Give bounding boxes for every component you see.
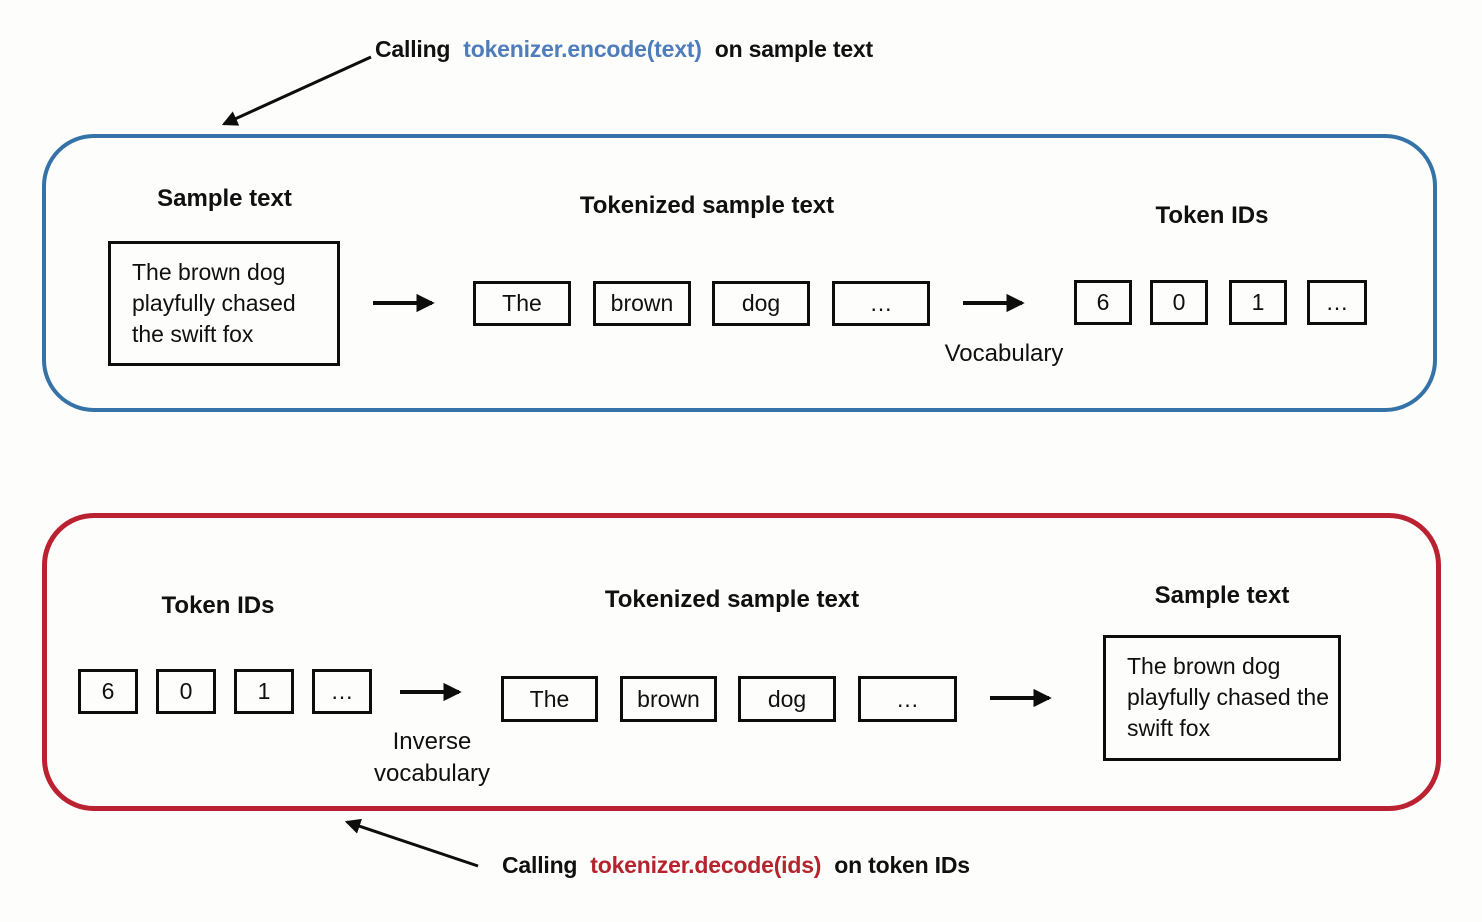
vocabulary-label: Vocabulary xyxy=(944,340,1064,367)
decode-caption-code: tokenizer.decode(ids) xyxy=(590,852,822,878)
token-id-text: 0 xyxy=(179,678,193,704)
token-id-text: 6 xyxy=(101,678,115,704)
token-box: … xyxy=(832,281,930,326)
encode-sample-text-label: Sample text xyxy=(157,185,292,212)
token-id-text: 1 xyxy=(257,678,271,704)
encode-sample-text-box: The brown dog playfully chased the swift… xyxy=(108,241,340,366)
token-id-text: 1 xyxy=(1251,289,1265,315)
decode-token-ids-label: Token IDs xyxy=(161,592,275,619)
token-box: brown xyxy=(620,676,717,722)
token-box: brown xyxy=(593,281,691,326)
token-id-text: … xyxy=(330,678,354,704)
encode-token-ids-label: Token IDs xyxy=(1155,202,1269,229)
decode-sample-text-box: The brown dog playfully chased the swift… xyxy=(1103,635,1341,761)
token-box: The xyxy=(501,676,598,722)
token-text: The xyxy=(529,685,570,712)
encode-tokenized-label: Tokenized sample text xyxy=(579,192,835,219)
token-text: … xyxy=(896,685,919,712)
token-id-box: 6 xyxy=(78,669,138,714)
token-id-text: 6 xyxy=(1096,289,1110,315)
decode-sample-text-label: Sample text xyxy=(1154,582,1290,609)
token-id-box: 1 xyxy=(234,669,294,714)
decode-caption-arrow xyxy=(344,818,479,868)
decode-tokenized-label: Tokenized sample text xyxy=(604,586,860,613)
token-id-box: 0 xyxy=(156,669,216,714)
token-box: dog xyxy=(738,676,836,722)
inverse-vocabulary-label: Inverse vocabulary xyxy=(373,728,491,787)
encode-caption-code: tokenizer.encode(text) xyxy=(463,36,702,62)
token-id-box: … xyxy=(1307,280,1367,325)
decode-panel xyxy=(42,513,1441,811)
encode-caption-prefix: Calling xyxy=(375,36,451,62)
encode-caption-arrow xyxy=(221,55,372,126)
token-text: dog xyxy=(767,685,807,712)
token-id-box: … xyxy=(312,669,372,714)
token-box: … xyxy=(858,676,957,722)
token-id-box: 0 xyxy=(1150,280,1208,325)
token-id-box: 1 xyxy=(1229,280,1287,325)
token-box: The xyxy=(473,281,571,326)
token-text: The xyxy=(502,290,542,316)
token-text: … xyxy=(869,290,893,316)
decode-caption-prefix: Calling xyxy=(502,852,578,878)
decode-caption-suffix: on token IDs xyxy=(834,852,970,878)
token-text: brown xyxy=(610,290,674,316)
token-text: brown xyxy=(637,685,700,712)
token-id-box: 6 xyxy=(1074,280,1132,325)
token-id-text: 0 xyxy=(1172,289,1186,315)
token-id-text: … xyxy=(1325,289,1349,315)
encode-panel xyxy=(42,134,1437,412)
token-box: dog xyxy=(712,281,810,326)
encode-caption: Calling tokenizer.encode(text) on sample… xyxy=(375,36,873,63)
token-text: dog xyxy=(741,290,781,316)
encode-caption-suffix: on sample text xyxy=(714,36,873,62)
decode-caption: Calling tokenizer.decode(ids) on token I… xyxy=(502,852,970,879)
